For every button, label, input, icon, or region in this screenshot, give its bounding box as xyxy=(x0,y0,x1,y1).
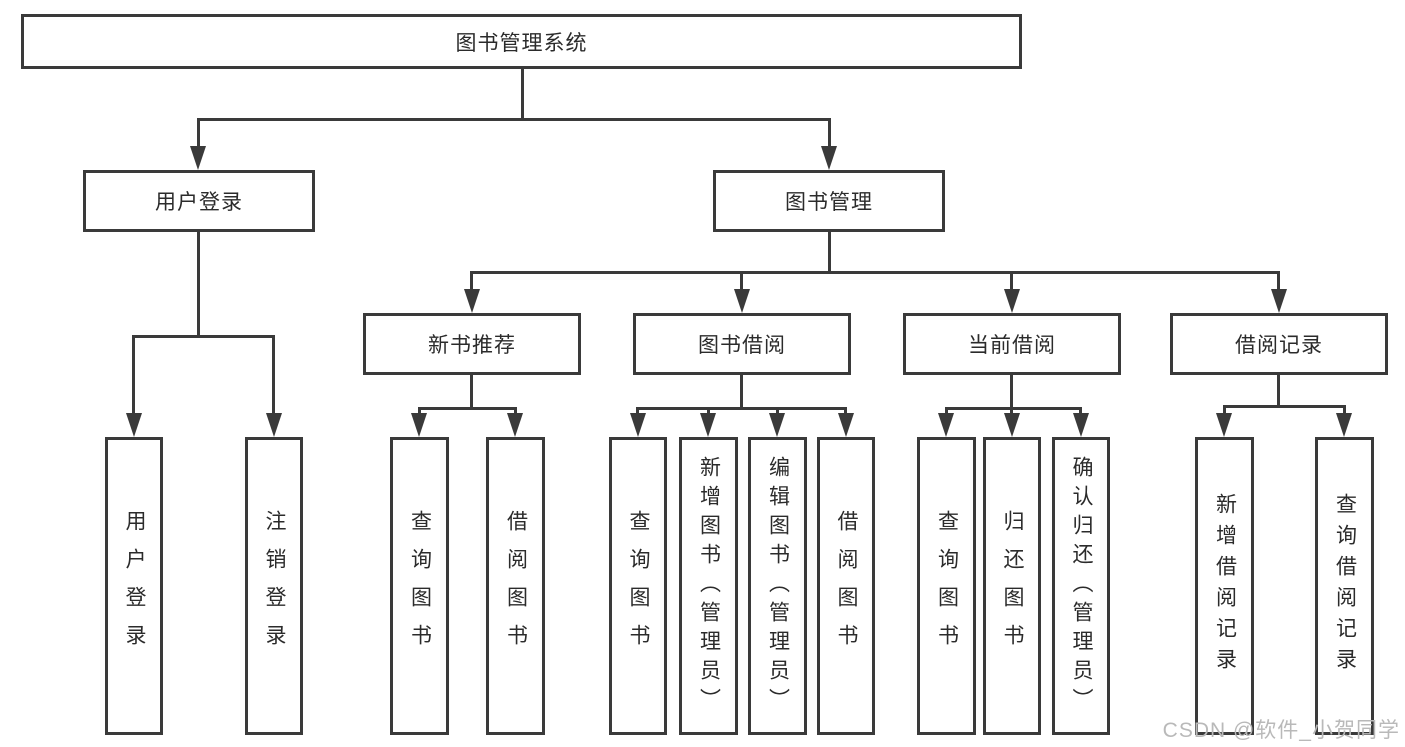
connector-line xyxy=(844,407,847,415)
connector-line xyxy=(945,407,1082,410)
connector-line xyxy=(740,375,743,407)
connector-line xyxy=(197,118,831,121)
leaf-confirm-return-admin: 确认归还（管理员） xyxy=(1052,437,1110,735)
arrowhead-down-icon xyxy=(938,413,954,437)
leaf-query-books-current: 查询图书 xyxy=(917,437,976,735)
connector-line xyxy=(776,407,779,415)
connector-line xyxy=(1010,407,1013,415)
connector-line xyxy=(1277,375,1280,405)
leaf-label: 新增图书（管理员） xyxy=(697,455,721,717)
leaf-label: 借阅图书 xyxy=(835,510,858,662)
connector-line xyxy=(1223,405,1346,408)
leaf-borrow-books: 借阅图书 xyxy=(817,437,875,735)
connector-line xyxy=(470,375,473,407)
node-library-management-system: 图书管理系统 xyxy=(21,14,1022,69)
connector-line xyxy=(470,271,1280,274)
connector-line xyxy=(707,407,710,415)
arrowhead-down-icon xyxy=(821,146,837,170)
connector-line xyxy=(1277,271,1280,291)
leaf-label: 归还图书 xyxy=(1001,510,1024,662)
leaf-label: 编辑图书（管理员） xyxy=(766,455,790,717)
arrowhead-down-icon xyxy=(630,413,646,437)
arrowhead-down-icon xyxy=(1073,413,1089,437)
csdn-watermark: CSDN @软件_小贺同学 xyxy=(1162,719,1400,742)
leaf-label: 用户登录 xyxy=(123,510,146,662)
leaf-label: 查询图书 xyxy=(935,510,959,662)
leaf-add-book-admin: 新增图书（管理员） xyxy=(679,437,738,735)
leaf-label: 查询图书 xyxy=(627,510,650,662)
node-book-borrowing: 图书借阅 xyxy=(633,313,851,375)
arrowhead-down-icon xyxy=(266,413,282,437)
connector-line xyxy=(132,335,274,338)
node-new-book-recommendation: 新书推荐 xyxy=(363,313,581,375)
leaf-query-books-recommend: 查询图书 xyxy=(390,437,449,735)
leaf-label: 借阅图书 xyxy=(504,510,528,662)
connector-line xyxy=(197,232,200,335)
connector-line xyxy=(132,335,135,415)
leaf-label: 新增借阅记录 xyxy=(1213,493,1237,679)
connector-line xyxy=(470,271,473,291)
connector-line xyxy=(740,271,743,291)
connector-line xyxy=(418,407,517,410)
connector-line xyxy=(828,232,831,271)
connector-line xyxy=(272,335,275,415)
arrowhead-down-icon xyxy=(1004,413,1020,437)
connector-line xyxy=(1343,405,1346,415)
node-book-management: 图书管理 xyxy=(713,170,945,232)
leaf-borrow-books-recommend: 借阅图书 xyxy=(486,437,545,735)
connector-line xyxy=(1010,271,1013,291)
arrowhead-down-icon xyxy=(1336,413,1352,437)
arrowhead-down-icon xyxy=(411,413,427,437)
arrowhead-down-icon xyxy=(126,413,142,437)
connector-line xyxy=(945,407,948,415)
connector-line xyxy=(1010,375,1013,407)
arrowhead-down-icon xyxy=(190,146,206,170)
connector-line xyxy=(197,118,200,148)
connector-line xyxy=(828,118,831,148)
arrowhead-down-icon xyxy=(769,413,785,437)
leaf-logout: 注销登录 xyxy=(245,437,303,735)
connector-line xyxy=(521,69,524,118)
arrowhead-down-icon xyxy=(507,413,523,437)
leaf-label: 注销登录 xyxy=(263,510,286,662)
leaf-label: 查询借阅记录 xyxy=(1333,493,1357,679)
leaf-user-login: 用户登录 xyxy=(105,437,163,735)
node-user-login: 用户登录 xyxy=(83,170,315,232)
connector-line xyxy=(1223,405,1226,415)
leaf-add-borrow-record: 新增借阅记录 xyxy=(1195,437,1254,735)
leaf-query-books-borrowing: 查询图书 xyxy=(609,437,667,735)
arrowhead-down-icon xyxy=(838,413,854,437)
arrowhead-down-icon xyxy=(734,289,750,313)
arrowhead-down-icon xyxy=(1271,289,1287,313)
arrowhead-down-icon xyxy=(700,413,716,437)
leaf-label: 确认归还（管理员） xyxy=(1070,455,1093,717)
leaf-return-book: 归还图书 xyxy=(983,437,1041,735)
leaf-query-borrow-record: 查询借阅记录 xyxy=(1315,437,1374,735)
leaf-label: 查询图书 xyxy=(408,510,432,662)
arrowhead-down-icon xyxy=(464,289,480,313)
leaf-edit-book-admin: 编辑图书（管理员） xyxy=(748,437,807,735)
connector-line xyxy=(636,407,639,415)
connector-line xyxy=(418,407,421,415)
node-borrowing-records: 借阅记录 xyxy=(1170,313,1388,375)
node-current-borrowing: 当前借阅 xyxy=(903,313,1121,375)
connector-line xyxy=(514,407,517,415)
connector-line xyxy=(636,407,847,410)
arrowhead-down-icon xyxy=(1004,289,1020,313)
connector-line xyxy=(1079,407,1082,415)
arrowhead-down-icon xyxy=(1216,413,1232,437)
